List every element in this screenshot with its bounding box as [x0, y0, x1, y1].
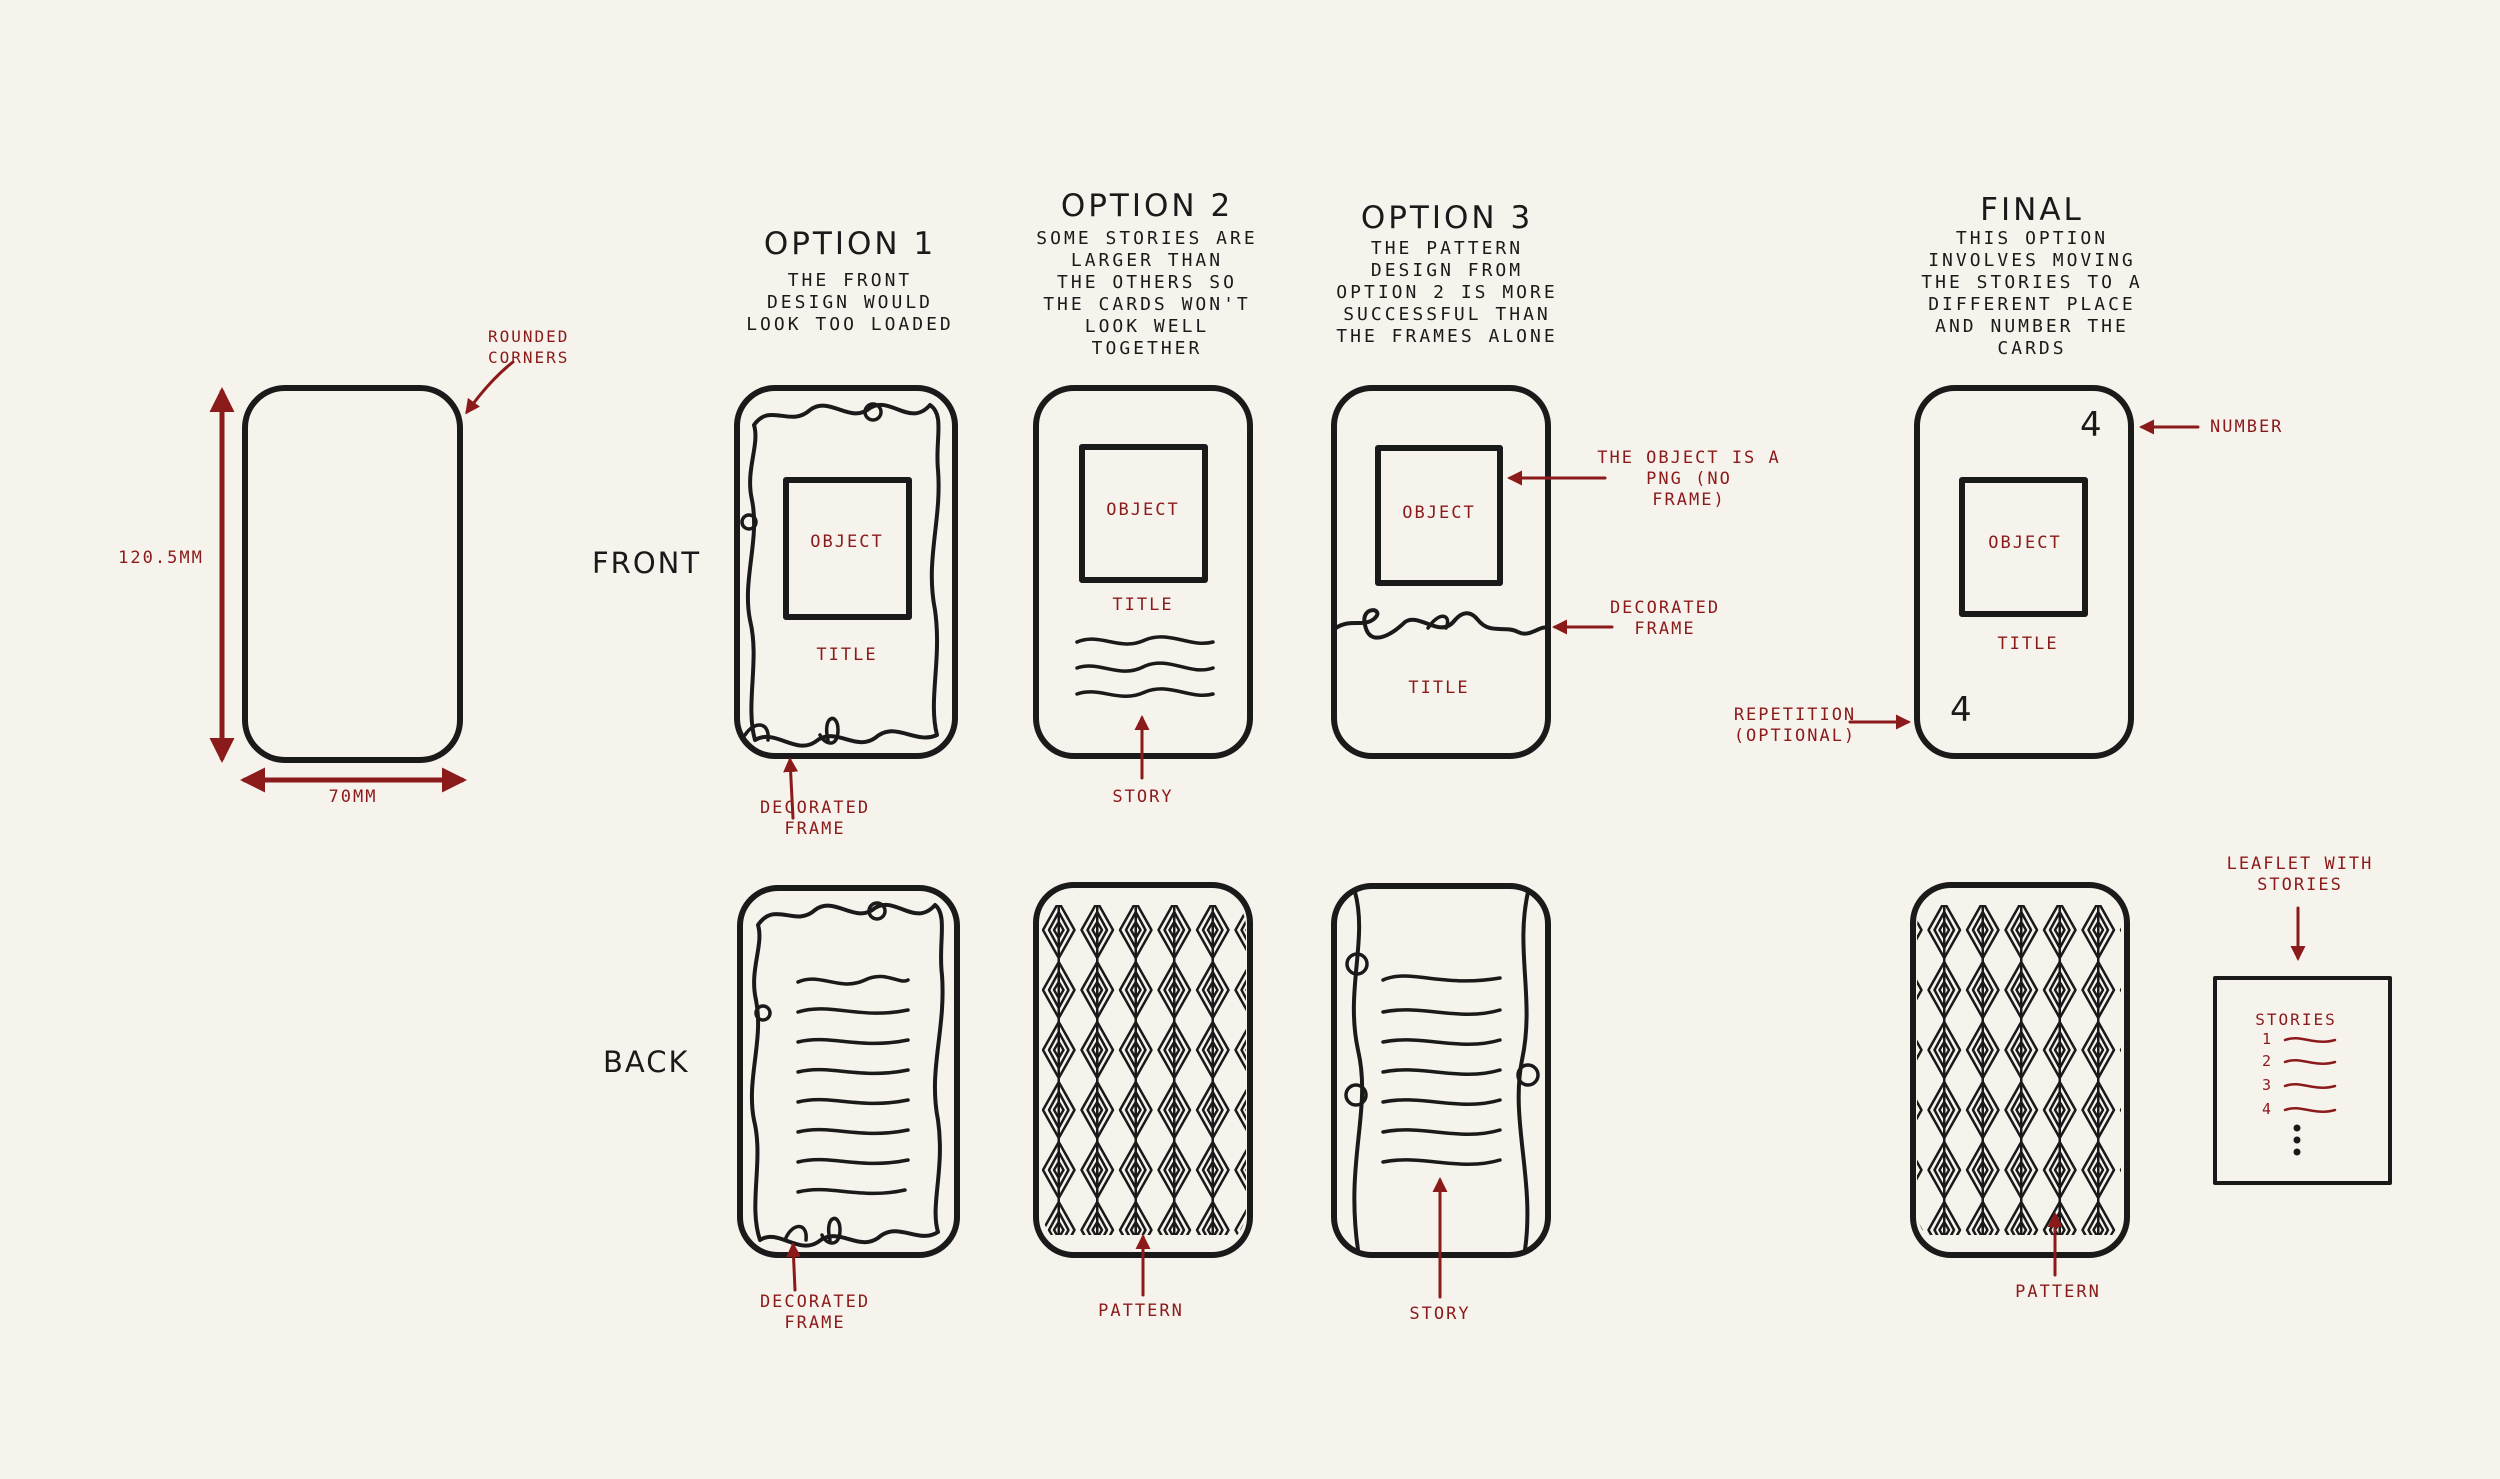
height-dimension-label: 120.5MM — [118, 548, 204, 568]
option1-heading: OPTION 1 — [763, 226, 937, 262]
final-object-label: OBJECT — [1988, 533, 2062, 553]
number-label: NUMBER — [2210, 417, 2284, 437]
option2-object-label: OBJECT — [1106, 500, 1180, 520]
final-back-card — [1910, 882, 2130, 1277]
leaflet-item-1: 1 — [2262, 1030, 2273, 1048]
option1-object-label: OBJECT — [810, 532, 884, 552]
repetition-label: REPETITION(OPTIONAL) — [1733, 705, 1857, 746]
option1-back-card — [737, 885, 960, 1292]
option3-title-label: TITLE — [1408, 678, 1470, 698]
back-row-label: BACK — [603, 1045, 690, 1079]
template-card — [209, 360, 515, 793]
option2-title-label: TITLE — [1112, 595, 1174, 615]
option1-title-label: TITLE — [816, 645, 878, 665]
option3-back-card — [1331, 883, 1551, 1299]
option2-heading: OPTION 2 — [1060, 188, 1234, 224]
final-front-card — [1848, 385, 2200, 759]
option3-front-card — [1331, 385, 1614, 759]
leaflet-title: STORIES — [2255, 1010, 2337, 1029]
option2-story-label: STORY — [1112, 787, 1174, 807]
final-pattern-label: PATTERN — [2015, 1282, 2101, 1302]
option2-pattern-label: PATTERN — [1098, 1301, 1184, 1321]
option2-front-card — [1033, 385, 1253, 780]
leaflet-item-4: 4 — [2262, 1100, 2273, 1118]
option3-story-label: STORY — [1409, 1304, 1471, 1324]
final-card-number-top: 4 — [2080, 405, 2102, 445]
leaflet — [2213, 906, 2392, 1185]
final-card-number-bottom: 4 — [1950, 690, 1972, 730]
option2-back-card — [1033, 882, 1253, 1297]
final-title-label: TITLE — [1997, 634, 2059, 654]
option3-object-label: OBJECT — [1402, 503, 1476, 523]
leaflet-item-3: 3 — [2262, 1076, 2273, 1094]
leaflet-item-2: 2 — [2262, 1052, 2273, 1070]
final-heading: FINAL — [1980, 192, 2084, 228]
option1-front-card — [734, 385, 958, 820]
option3-heading: OPTION 3 — [1360, 200, 1534, 236]
width-dimension-label: 70MM — [328, 787, 378, 807]
front-row-label: FRONT — [592, 546, 702, 580]
